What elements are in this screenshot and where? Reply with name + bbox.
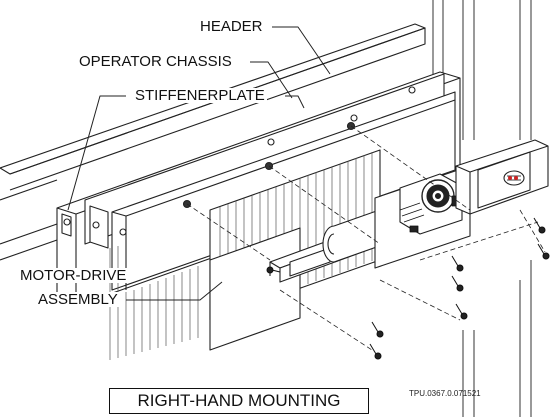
operator-chassis-label: OPERATOR CHASSIS [77, 53, 234, 70]
motor-drive-label-line2: ASSEMBLY [36, 291, 120, 308]
stiffener-plate-label: STIFFENERPLATE [133, 87, 267, 104]
leader-lines [67, 26, 331, 301]
diagram-title: RIGHT-HAND MOUNTING [109, 388, 369, 414]
mounting-screws [266, 217, 550, 360]
motor-drive-label-line1: MOTOR-DRIVE [18, 267, 129, 284]
header-label: HEADER [198, 18, 265, 35]
projection-lines [186, 125, 546, 351]
drawing-code: TPU.0367.0.071521 [409, 389, 481, 398]
wall-frame-lines [432, 0, 532, 417]
motor-drive-assembly [269, 139, 549, 283]
